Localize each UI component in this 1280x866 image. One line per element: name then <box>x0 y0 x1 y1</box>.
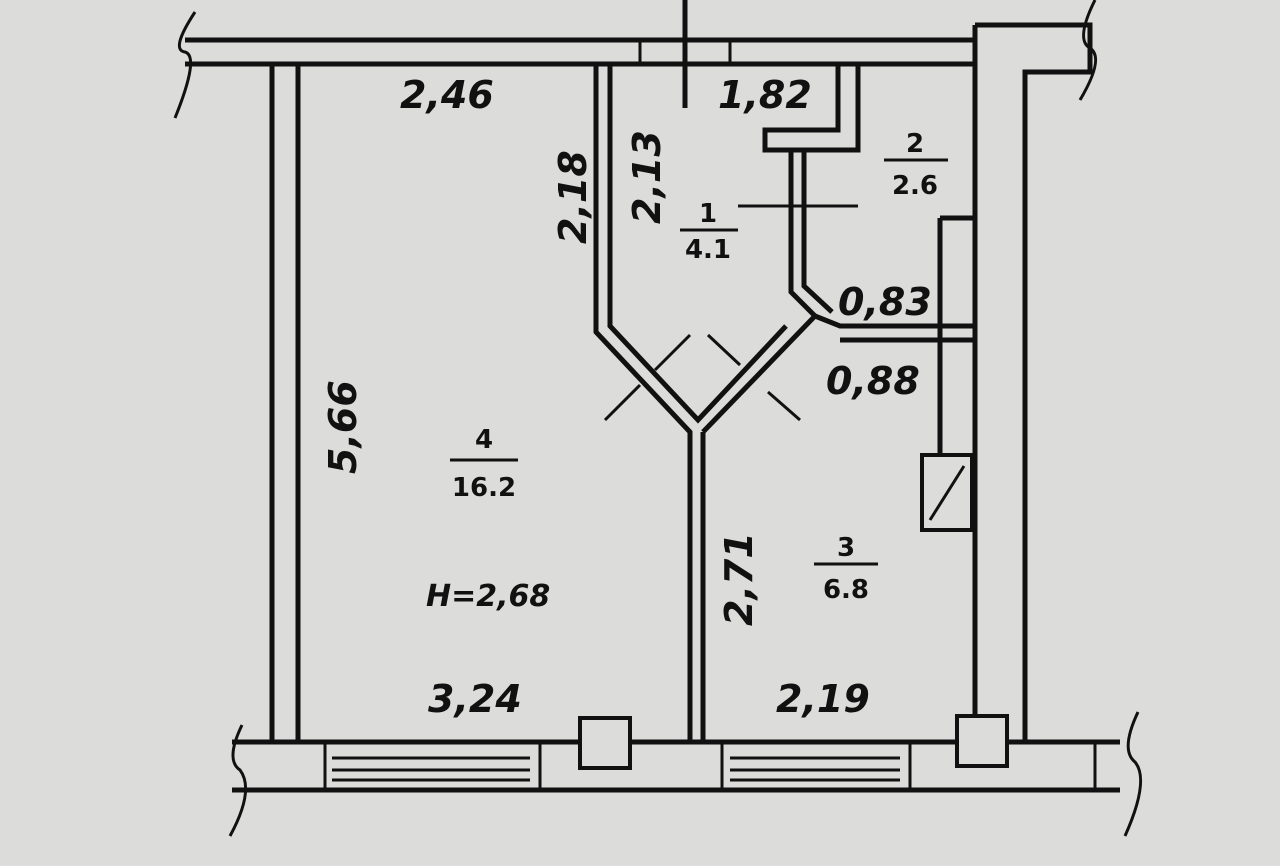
dim-corridor-right: 2,13 <box>625 130 669 224</box>
dim-room2-passage: 0,83 <box>838 280 932 324</box>
room-1-label: 1 4.1 <box>680 199 738 265</box>
outer-walls <box>173 0 1143 837</box>
dim-room3-width-bottom: 2,19 <box>776 677 870 721</box>
room-number: 3 <box>837 533 855 563</box>
dim-room4-width-top: 2,46 <box>400 73 494 117</box>
ceiling-height: H=2,68 <box>426 579 550 614</box>
room-area: 16.2 <box>452 473 516 503</box>
dim-room3-passage: 0,88 <box>826 359 920 403</box>
room-area: 4.1 <box>685 235 731 265</box>
room-area: 6.8 <box>823 575 869 605</box>
room-number: 1 <box>699 199 717 229</box>
room-area: 2.6 <box>892 171 938 201</box>
room-number: 2 <box>906 129 924 159</box>
door-marks <box>603 204 858 422</box>
room-2-label: 2 2.6 <box>884 129 948 201</box>
room-3-label: 3 6.8 <box>814 533 878 605</box>
dim-room1-width-top: 1,82 <box>718 73 812 117</box>
dim-room4-width-bottom: 3,24 <box>428 677 522 721</box>
room-number: 4 <box>475 425 493 455</box>
corridor-walls <box>593 64 975 742</box>
dim-corridor-left: 2,18 <box>551 150 595 244</box>
room-4-label: 4 16.2 <box>450 425 518 503</box>
dim-room3-height: 2,71 <box>717 532 761 626</box>
dim-room4-left-height: 5,66 <box>321 380 365 474</box>
